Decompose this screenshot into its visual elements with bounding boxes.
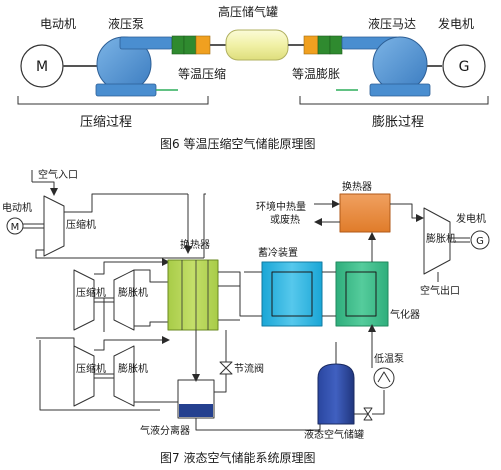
fig7-sep-to-tank — [195, 418, 321, 431]
fig6-motor-symbol: M — [36, 59, 48, 75]
fig6-pump-base — [95, 83, 157, 97]
fig7-hx-top-to-expander — [390, 203, 424, 222]
fig7-left-loop — [39, 340, 160, 411]
fig7-generator-label: 发电机 — [456, 212, 486, 225]
fig6-expand-bracket — [299, 96, 489, 105]
fig7-cold-storage-label: 蓄冷装置 — [258, 246, 298, 259]
fig6-cyl-left-green — [171, 35, 185, 55]
fig7-c3-outlet — [94, 336, 170, 351]
fig6-cyl-right-orange — [303, 35, 319, 55]
fig7-caption: 图7 液态空气储能系统原理图 — [160, 450, 315, 465]
fig7-cryo-pump-icon — [377, 371, 391, 383]
fig6-tank-label: 高压储气罐 — [218, 4, 278, 19]
fig6-cyl-right-green2 — [329, 35, 343, 55]
fig7-c3-in — [36, 337, 75, 346]
fig7-vaporizer — [335, 261, 389, 327]
fig7-generator-symbol: G — [476, 236, 484, 247]
fig7-separator-label: 气液分离器 — [140, 424, 190, 437]
fig6-cyl-left-orange — [195, 35, 211, 55]
fig7-cryo-pump — [373, 367, 395, 389]
fig7-expander-2 — [113, 345, 135, 407]
fig7-e1-inlet — [134, 269, 168, 283]
fig6-pump-outlet — [119, 36, 173, 50]
fig7-expander-1 — [113, 269, 135, 331]
fig6-hydro-motor-label: 液压马达 — [368, 16, 416, 31]
fig7-group: 空气入口 电动机 M 压缩机 压缩机 膨胀机 压缩机 — [2, 168, 490, 465]
fig7-air-outlet-label: 空气出口 — [420, 284, 460, 297]
fig7-hx-left-label: 换热器 — [180, 238, 210, 251]
fig7-air-inlet-line — [32, 181, 58, 196]
fig7-tank-valve — [363, 407, 373, 421]
fig7-motor-symbol: M — [11, 222, 20, 233]
fig7-compressor-1-label: 压缩机 — [66, 218, 96, 231]
fig6-group: 电动机 液压泵 高压储气罐 液压马达 发电机 M 等温压缩 等温膨胀 — [17, 4, 489, 151]
fig6-compress-process: 压缩过程 — [80, 114, 132, 130]
fig7-e2-outlet — [134, 382, 179, 403]
fig7-hx-top — [339, 193, 391, 233]
fig7-compressor-1 — [43, 195, 65, 257]
fig7-air-inlet-label: 空气入口 — [38, 168, 78, 181]
fig7-compressor-3-label: 压缩机 — [76, 362, 106, 375]
fig7-compressor-3 — [73, 345, 95, 407]
fig7-compressor-2 — [73, 269, 95, 331]
fig7-vaporizer-label: 气化器 — [390, 308, 420, 321]
fig7-cold-coil — [271, 271, 313, 317]
fig6-cyl-left-green2 — [183, 35, 197, 55]
fig7-expander-2-label: 膨胀机 — [118, 362, 148, 375]
fig7-hx-return — [203, 193, 206, 258]
fig6-hmotor-base — [369, 83, 431, 97]
fig6-expand-process: 膨胀过程 — [372, 115, 424, 130]
fig7-env-heat-line1: 环境中热量 — [256, 200, 306, 213]
fig7-hx-top-label: 换热器 — [342, 180, 372, 193]
fig7-expander-1-label: 膨胀机 — [118, 286, 148, 299]
fig7-throttle-valve — [219, 361, 233, 375]
fig6-hydro-motor — [372, 36, 428, 92]
fig7-motor-label: 电动机 — [2, 201, 32, 214]
fig6-generator-symbol: G — [459, 59, 470, 75]
fig7-generator-circle — [470, 230, 490, 250]
fig7-e1-outlet — [134, 321, 168, 327]
fig7-sep-vapor-up — [214, 330, 227, 393]
fig7-expander-main-label: 膨胀机 — [426, 232, 456, 245]
fig7-throttle-label: 节流阀 — [234, 362, 264, 375]
fig7-vap-coil — [345, 271, 377, 317]
fig6-iso-expand: 等温膨胀 — [292, 67, 340, 81]
fig6-generator-label: 发电机 — [438, 16, 474, 31]
fig7-liquid-tank-label: 液态空气储罐 — [304, 428, 364, 441]
fig6-generator-circle — [442, 44, 486, 88]
fig7-cryo-pump-label: 低温泵 — [374, 352, 404, 365]
fig7-expander-main — [423, 207, 451, 275]
fig7-compressor-2-label: 压缩机 — [76, 286, 106, 299]
fig7-valve-to-pump — [372, 390, 385, 415]
fig7-hx-left — [167, 259, 219, 331]
fig6-pump-label: 液压泵 — [108, 16, 144, 31]
fig7-motor-circle — [6, 217, 24, 235]
fig6-iso-compress: 等温压缩 — [178, 66, 226, 81]
fig6-motor-label: 电动机 — [40, 17, 76, 31]
fig7-separator-liquid — [179, 404, 213, 417]
fig6-compress-bracket — [17, 96, 209, 105]
fig7-liquid-tank — [317, 363, 355, 425]
fig7-return-top — [35, 249, 204, 259]
fig7-hx-to-cold-a — [218, 271, 262, 317]
fig6-cyl-right-green — [317, 35, 331, 55]
fig7-c2-outlet — [94, 258, 170, 275]
fig6-caption: 图6 等温压缩空气储能原理图 — [160, 136, 315, 151]
fig7-c1-outlet — [64, 193, 188, 213]
fig6-tank — [225, 29, 289, 61]
fig7-env-heat-line2: 或废热 — [270, 213, 300, 226]
